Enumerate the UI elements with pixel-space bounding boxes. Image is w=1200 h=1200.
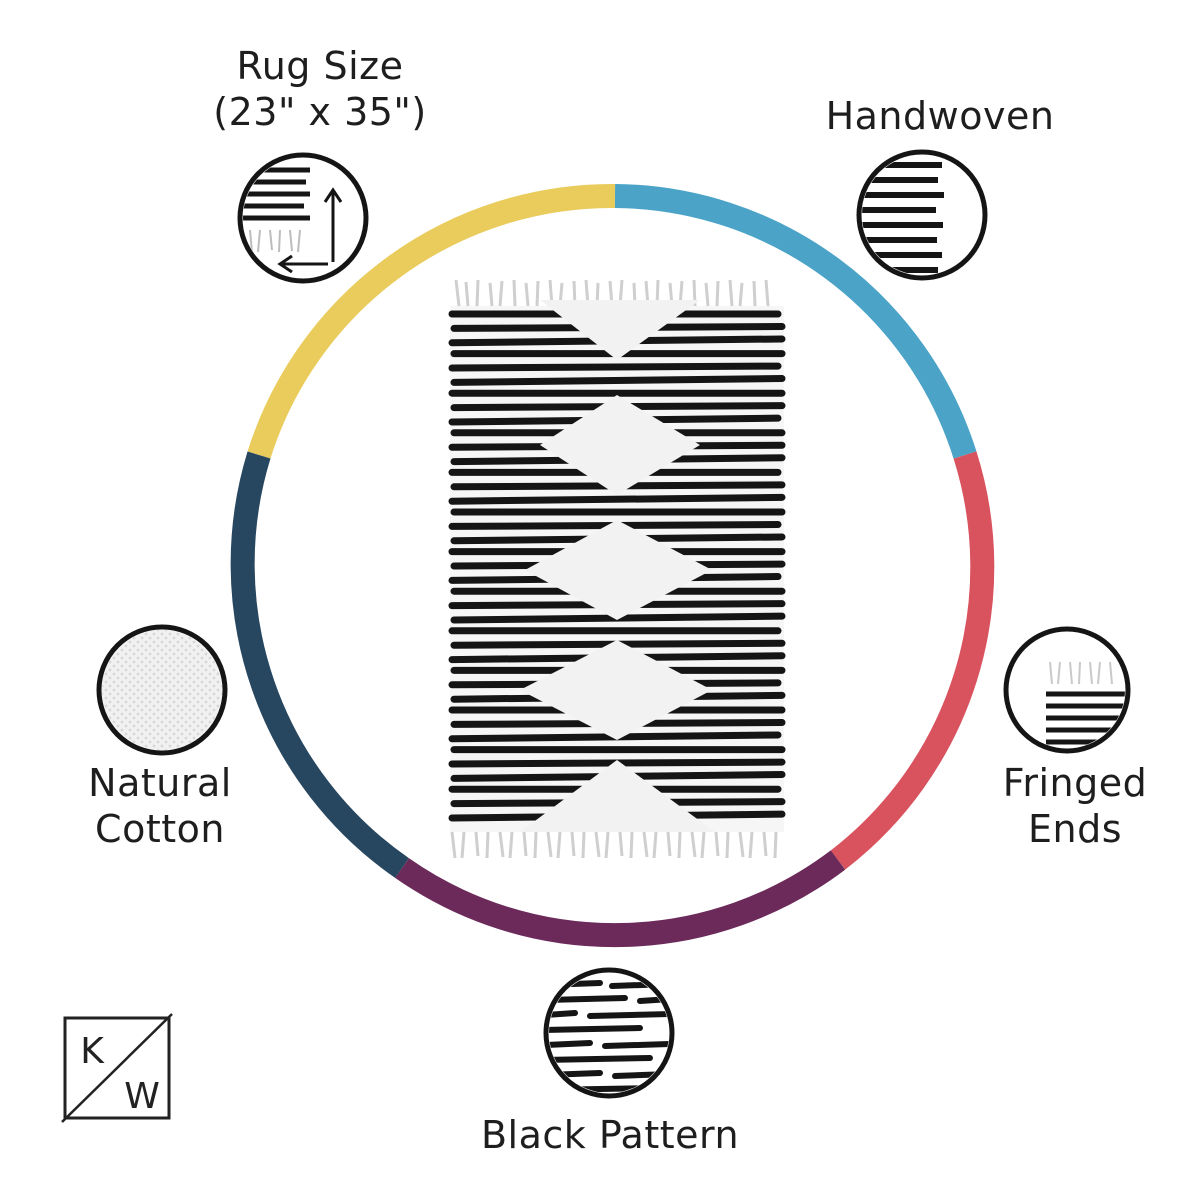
color-ring	[230, 183, 995, 948]
fringed-ends-icon	[1003, 626, 1131, 754]
label-black-pattern: Black Pattern	[440, 1112, 780, 1158]
ring-segment-blue	[614, 184, 977, 459]
label-handwoven: Handwoven	[800, 93, 1080, 139]
label-black-pattern-line1: Black Pattern	[480, 1113, 740, 1157]
rug-stripes	[448, 310, 786, 822]
rug-bottom-fringe	[450, 831, 778, 859]
ring-segment-red	[830, 451, 995, 870]
rug-illustration	[448, 279, 786, 859]
rug-stripe	[448, 493, 786, 505]
label-rug-size-line1: Rug Size	[236, 44, 404, 88]
label-fringed-ends-line1: Fringed	[1002, 761, 1148, 805]
label-natural-cotton: Natural Cotton	[55, 760, 265, 852]
rug-stripe	[448, 362, 782, 372]
label-fringed-ends-line2: Ends	[1027, 807, 1122, 851]
label-fringed-ends: Fringed Ends	[975, 760, 1175, 852]
label-natural-cotton-line2: Cotton	[95, 807, 225, 851]
ring-segment-teal	[230, 451, 409, 878]
ring-segment-yellow	[247, 183, 616, 459]
rug-size-icon	[237, 152, 369, 284]
label-rug-size-line2: (23" x 35")	[213, 90, 427, 134]
logo-letter-w: W	[124, 1076, 160, 1117]
handwoven-icon	[856, 149, 988, 281]
black-pattern-icon	[543, 967, 675, 1099]
rug-stripe	[450, 375, 786, 386]
label-rug-size: Rug Size (23" x 35")	[200, 43, 440, 135]
logo-letter-k: K	[80, 1031, 105, 1072]
rug-diamonds	[520, 300, 715, 832]
label-handwoven-line1: Handwoven	[825, 94, 1055, 138]
label-natural-cotton-line1: Natural	[88, 761, 232, 805]
kw-logo: K W	[61, 1013, 173, 1123]
ring-segment-purple	[395, 850, 846, 948]
natural-cotton-icon	[96, 624, 228, 756]
